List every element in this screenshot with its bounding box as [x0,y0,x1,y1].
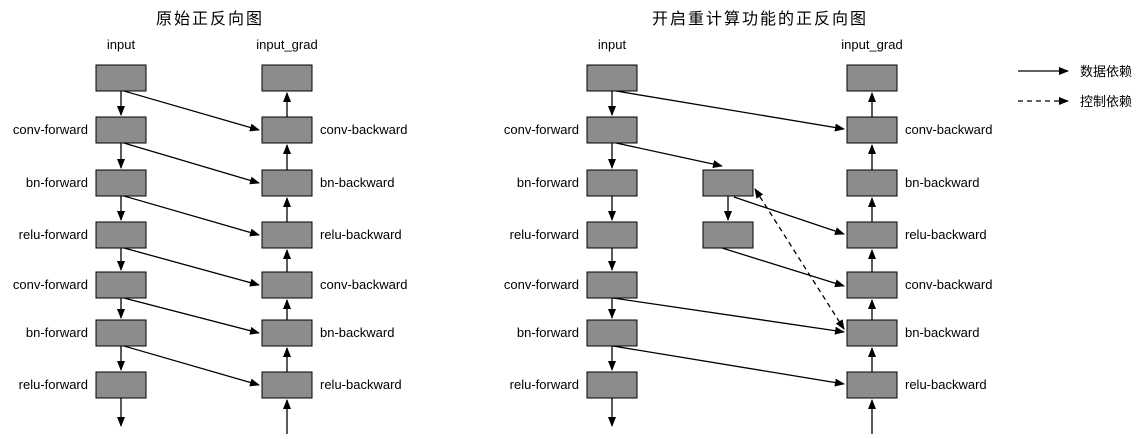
control-dependency-arrow-recompute-bn-forward-to-bn-backward-2 [754,188,845,330]
original-graph-node-conv-forward-2-box [95,271,147,299]
data-dependency-arrow-input-to-conv-backward-1 [615,90,845,132]
original-graph-node-bn-backward-2-label: bn-backward [320,325,394,340]
original-graph-node-bn-backward-1-box [261,169,313,197]
recompute-graph-node-conv-backward-1-label: conv-backward [905,122,992,137]
original-graph-node-relu-forward-2-box [95,371,147,399]
original-graph-node-relu-backward-1-label: relu-backward [320,227,402,242]
original-graph-node-relu-forward-2-label: relu-forward [19,377,88,392]
column-header-input-grad: input_grad [841,37,902,52]
original-graph-node-relu-forward-1-label: relu-forward [19,227,88,242]
original-graph-node-bn-forward-1-label: bn-forward [26,175,88,190]
data-dependency-arrow-conv-forward-1-to-recompute-bn-forward [615,142,723,169]
recompute-graph-node-bn-forward-2-box [586,319,638,347]
recompute-graph-node-input-box [586,64,638,92]
recompute-graph-node-bn-backward-1-label: bn-backward [905,175,979,190]
recompute-graph-node-bn-forward-1-label: bn-forward [517,175,579,190]
data-dependency-arrow-conv-forward-1-to-bn-backward-1 [123,142,260,185]
recompute-graph-node-relu-forward-1-label: relu-forward [510,227,579,242]
original-graph-node-bn-backward-1-label: bn-backward [320,175,394,190]
recompute-graph-node-bn-backward-2-label: bn-backward [905,325,979,340]
recompute-graph-node-recompute-relu-forward-box [702,221,754,249]
legend-data-dependency-label: 数据依赖 [1080,64,1132,79]
original-graph-node-relu-backward-2-label: relu-backward [320,377,402,392]
recompute-graph-node-conv-backward-2-label: conv-backward [905,277,992,292]
recompute-graph-node-relu-forward-1-box [586,221,638,249]
original-graph-node-conv-forward-1-box [95,116,147,144]
data-dependency-arrow-recompute-relu-forward-to-conv-backward-2 [721,247,845,288]
data-dependency-arrow-conv-forward-2-to-bn-backward-2 [612,297,845,335]
original-graph-node-conv-backward-1-label: conv-backward [320,122,407,137]
original-graph-node-conv-backward-2-box [261,271,313,299]
recompute-graph-node-relu-forward-2-label: relu-forward [510,377,579,392]
recompute-graph-node-conv-forward-2-label: conv-forward [504,277,579,292]
data-dependency-arrow-relu-forward-1-to-conv-backward-2 [123,247,260,287]
data-dependency-arrow-bn-forward-2-to-relu-backward-2 [612,345,845,387]
data-dependency-arrow-input-to-conv-backward-1 [123,90,260,132]
original-graph-node-relu-backward-1-box [261,221,313,249]
legend-control-dependency-label: 控制依赖 [1080,94,1132,109]
recompute-graph-node-conv-forward-1-box [586,116,638,144]
recompute-graph-node-relu-backward-2-label: relu-backward [905,377,987,392]
original-graph-node-conv-backward-1-box [261,116,313,144]
original-graph-node-bn-backward-2-box [261,319,313,347]
original-graph-node-input-grad-box [261,64,313,92]
recompute-graph-node-bn-backward-2-box [846,319,898,347]
recompute-graph-node-input-grad-box [846,64,898,92]
original-graph-node-relu-backward-2-box [261,371,313,399]
recompute-graph-node-relu-backward-2-box [846,371,898,399]
original-graph-node-bn-forward-1-box [95,169,147,197]
recompute-graph-node-conv-backward-1-box [846,116,898,144]
column-header-input-grad: input_grad [256,37,317,52]
recompute-graph-node-relu-backward-1-label: relu-backward [905,227,987,242]
column-header-input: input [107,37,136,52]
original-graph-node-bn-forward-2-box [95,319,147,347]
original-graph-node-conv-backward-2-label: conv-backward [320,277,407,292]
recompute-graph-node-relu-backward-1-box [846,221,898,249]
original-graph-title: 原始正反向图 [156,10,264,28]
recompute-graph-node-bn-forward-2-label: bn-forward [517,325,579,340]
recompute-graph-node-bn-forward-1-box [586,169,638,197]
recompute-graph-node-conv-backward-2-box [846,271,898,299]
recompute-graph-node-relu-forward-2-box [586,371,638,399]
data-dependency-arrow-bn-forward-1-to-relu-backward-1 [123,195,260,237]
recompute-graph-node-conv-forward-2-box [586,271,638,299]
original-graph-node-conv-forward-1-label: conv-forward [13,122,88,137]
data-dependency-arrow-bn-forward-2-to-relu-backward-2 [123,345,260,387]
original-graph-node-input-box [95,64,147,92]
recompute-graph-node-recompute-bn-forward-box [702,169,754,197]
original-graph-node-relu-forward-1-box [95,221,147,249]
recompute-graph-node-bn-backward-1-box [846,169,898,197]
data-dependency-arrow-conv-forward-2-to-bn-backward-2 [123,297,260,335]
recompute-graph-node-conv-forward-1-label: conv-forward [504,122,579,137]
original-graph-node-bn-forward-2-label: bn-forward [26,325,88,340]
column-header-input: input [598,37,627,52]
recompute-graph-title: 开启重计算功能的正反向图 [652,9,868,28]
original-graph-node-conv-forward-2-label: conv-forward [13,277,88,292]
